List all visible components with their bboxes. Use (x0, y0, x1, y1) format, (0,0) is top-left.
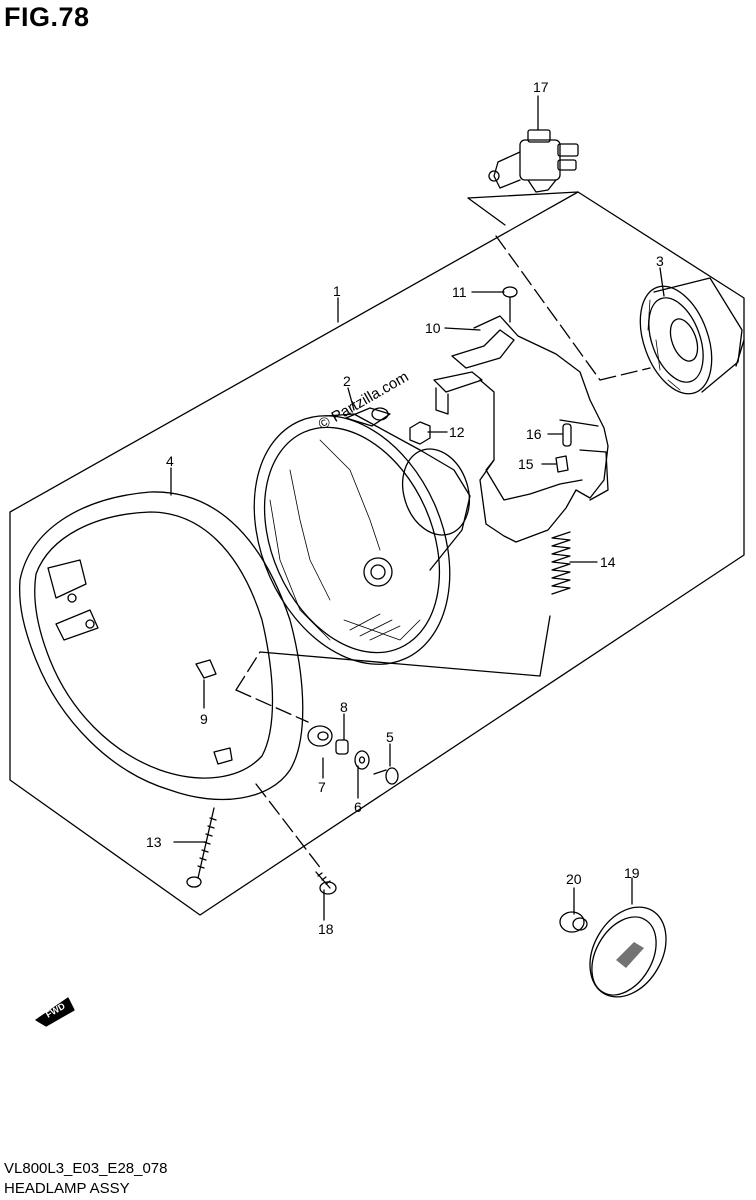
nut-part-20 (559, 911, 588, 933)
assembly-outline (9, 191, 745, 916)
spring-line-2 (259, 651, 541, 677)
nut-part-12 (409, 421, 431, 445)
callout-5: 5 (386, 729, 394, 745)
pin-part-16 (562, 423, 572, 447)
callout-20: 20 (566, 871, 582, 887)
screw-part-18 (315, 871, 337, 895)
callout-16: 16 (526, 426, 542, 442)
callout-11: 11 (452, 284, 467, 300)
callout-1: 1 (333, 283, 341, 299)
callout-18: 18 (318, 921, 334, 937)
screw-part-13 (186, 807, 217, 888)
rubber-boot-part-3 (639, 277, 745, 395)
callout-6: 6 (354, 799, 362, 815)
spring-part-14 (551, 531, 571, 595)
diagram-code: VL800L3_E03_E28_078 (4, 1160, 168, 1177)
figure-title: FIG.78 (4, 2, 90, 32)
housing-part-4 (18, 491, 304, 801)
callout-7: 7 (318, 779, 326, 795)
leader-3 (659, 267, 665, 297)
screw-part-11 (502, 286, 518, 323)
bulb-part-17 (488, 129, 579, 193)
callout-10: 10 (425, 320, 441, 336)
cushion-part-7 (307, 725, 333, 747)
emblem-part-19 (589, 906, 667, 998)
callout-2: 2 (343, 373, 351, 389)
bulb-group-line (467, 197, 506, 226)
callout-15: 15 (518, 456, 534, 472)
collar-part-8 (335, 739, 349, 755)
fwd-arrow-icon (35, 997, 75, 1027)
callout-3: 3 (656, 253, 664, 269)
clip-part-15 (555, 455, 569, 473)
leader-2 (347, 387, 355, 411)
headlamp-unit (253, 413, 471, 665)
spring-line (539, 615, 551, 677)
callout-14: 14 (600, 554, 616, 570)
callout-12: 12 (449, 424, 465, 440)
assembly-name: HEADLAMP ASSY (4, 1180, 130, 1197)
bracket-part-10 (433, 315, 609, 543)
alignment-dashes (235, 235, 651, 871)
leader-10 (444, 327, 481, 331)
callout-9: 9 (200, 711, 208, 727)
callout-4: 4 (166, 453, 174, 469)
bulb-group-line-2 (467, 191, 579, 199)
grommet-part-2 (345, 407, 391, 427)
callout-8: 8 (340, 699, 348, 715)
bolt-part-5 (373, 767, 399, 785)
callout-13: 13 (146, 834, 162, 850)
callout-19: 19 (624, 865, 640, 881)
washer-part-6 (354, 750, 370, 770)
callout-17: 17 (533, 79, 549, 95)
